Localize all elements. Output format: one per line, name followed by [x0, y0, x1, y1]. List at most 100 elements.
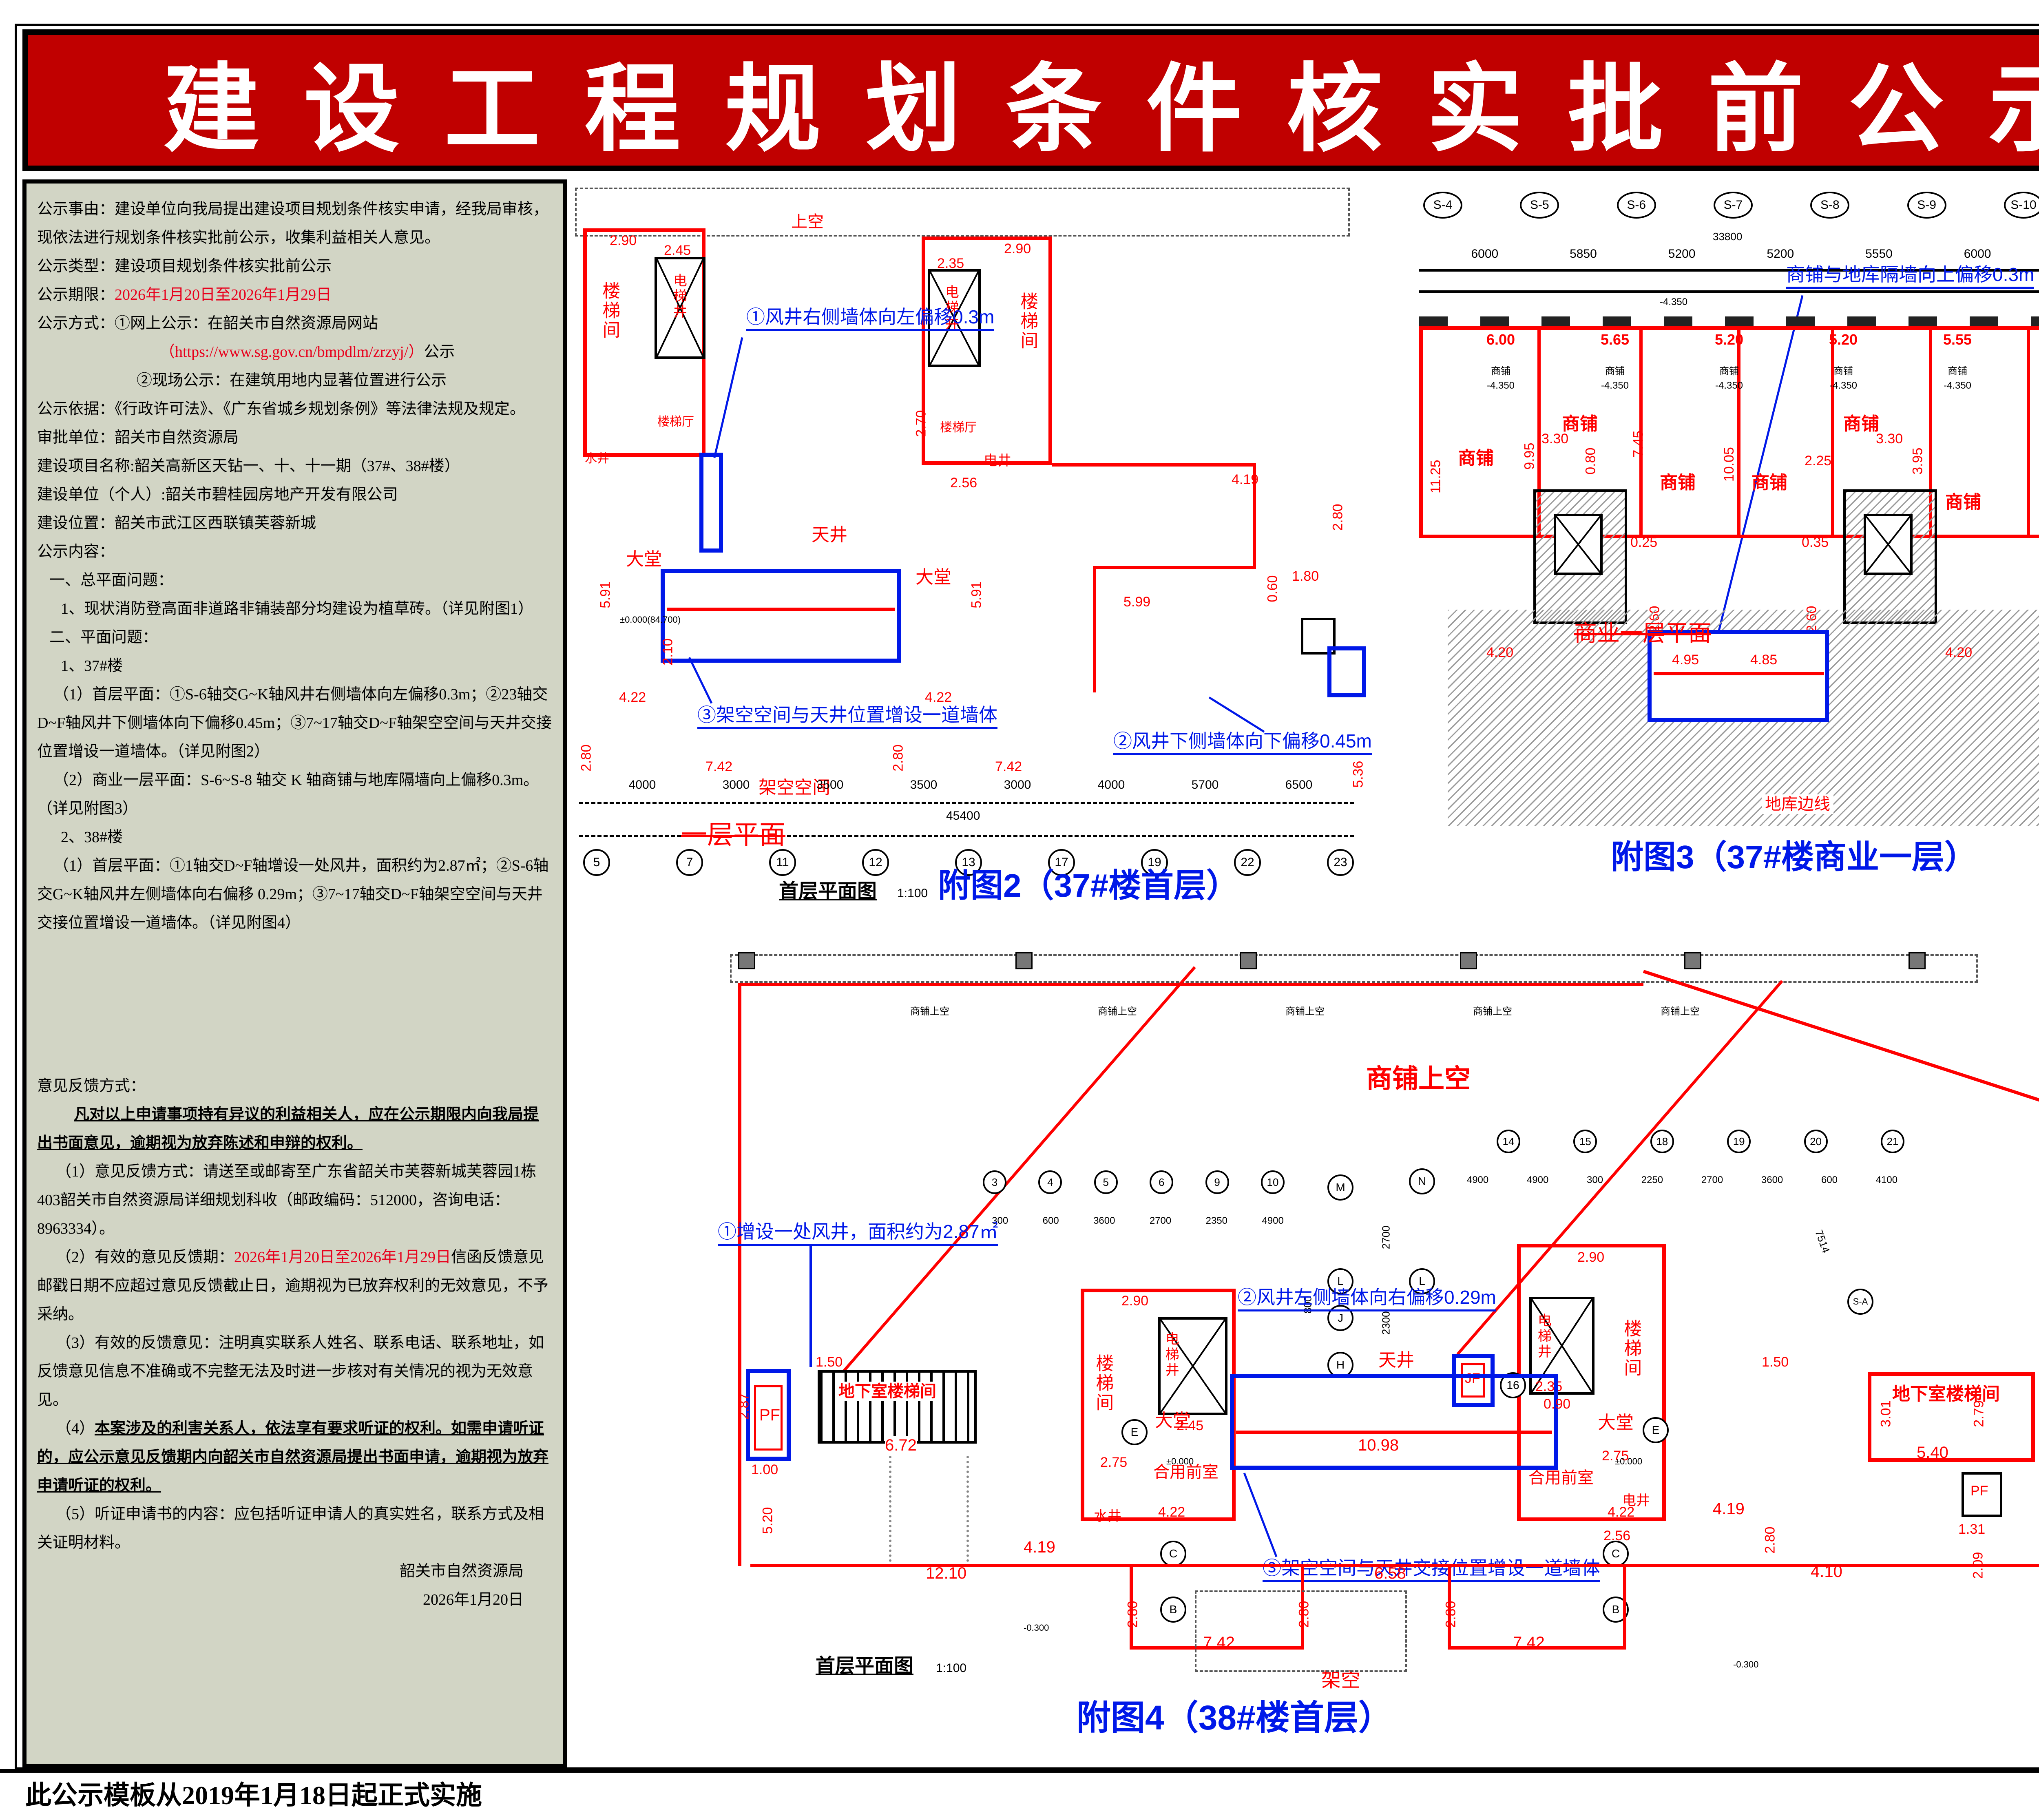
label: B [1169, 1603, 1177, 1616]
room-label: 天井 [812, 525, 847, 545]
feedback-dates: 2026年1月20日至2026年1月29日 [234, 1249, 451, 1266]
wall [1093, 566, 1096, 692]
room-label: 楼梯间 [599, 281, 620, 340]
dim: 6.58 [1374, 1564, 1406, 1582]
value: 建设单位向我局提出建设项目规划条件核实申请，经我局审核，现依法进行规划条件核实批… [37, 201, 549, 246]
dim: 7.45 [1630, 430, 1646, 458]
dim: 4.22 [1608, 1504, 1635, 1520]
axis-bubble: 21 [1880, 1130, 1904, 1153]
axis-bubble: 19 [1141, 849, 1168, 876]
room-label: 电梯井 [1163, 1331, 1179, 1378]
diag-dim: 7514 [1813, 1228, 1833, 1255]
axis-bubble: S-10 [2004, 192, 2039, 219]
dim: 2300 [1380, 1311, 1392, 1335]
level-mark: -4.350 [1660, 296, 1688, 307]
room-label: 架空空间 [759, 778, 830, 798]
room-label: 楼梯间 [1621, 1319, 1641, 1378]
dim: 0.80 [1583, 447, 1599, 475]
signature-date: 2026年1月20日 [422, 1591, 524, 1608]
room-label: 水井 [585, 452, 609, 465]
dim: 4.19 [1713, 1500, 1745, 1518]
leader-line [1243, 1473, 1278, 1557]
notice-content-head: 公示内容： [37, 543, 115, 560]
dim: 2.87 [736, 1393, 752, 1420]
feedback-item-4: （4）本案涉及的利害关系人，依法享有要求听证的权利。如需申请听证的，应公示意见反… [37, 1414, 552, 1500]
label: （2）有效的意见反馈期： [56, 1249, 234, 1266]
label: S-A [1853, 1296, 1868, 1307]
value: 本案涉及的利害关系人，依法享有要求听证的权利。如需申请听证的，应公示意见反馈期内… [37, 1420, 549, 1494]
highlight-box [1452, 1354, 1495, 1407]
axis-bubble: N [1409, 1168, 1435, 1194]
total-dim: 45400 [946, 809, 980, 823]
axis-bubble: C [1603, 1541, 1629, 1567]
room-label: 商铺 [1562, 414, 1598, 434]
label: C [1169, 1547, 1178, 1560]
shaft-box [1461, 1363, 1485, 1398]
dim: 0.25 [1630, 535, 1658, 550]
leader-line [688, 657, 713, 704]
dim: 7.42 [705, 759, 733, 774]
dim: 7.42 [1203, 1634, 1235, 1652]
axis-bubble: L [1409, 1268, 1435, 1294]
sky-label: 商铺上空 [910, 1006, 949, 1017]
axis-bubble: 12 [862, 849, 889, 876]
wall [1253, 463, 1256, 569]
sky-label: 商铺上空 [1098, 1006, 1137, 1017]
dim: 6.72 [885, 1436, 917, 1454]
shop-label-small: 商铺 [1605, 366, 1625, 377]
room-label: 楼梯间 [1093, 1354, 1113, 1413]
axis-dim: 4100 [1875, 1174, 1898, 1185]
shop-divider [1639, 326, 1643, 538]
dim: 2.80 [1762, 1526, 1778, 1554]
dim: 5.91 [597, 581, 613, 608]
axis-bubble: E [1643, 1417, 1669, 1443]
label: E [1652, 1424, 1660, 1436]
leader-line [809, 1245, 812, 1367]
axis-dim: 5850 [1570, 247, 1597, 261]
axis-dim: 3600 [1093, 1215, 1115, 1226]
elevator-shaft [1864, 514, 1913, 575]
leader-line [713, 337, 743, 458]
dim: 0.35 [1802, 535, 1829, 550]
moved-wall [1654, 672, 1824, 675]
label: 公示方式： [37, 315, 115, 332]
dim: 3.95 [1910, 447, 1926, 475]
shop-label-small: 商铺 [1491, 366, 1510, 377]
axis-bubble: 6 [1150, 1170, 1174, 1194]
shaft-label: JF [1465, 1371, 1480, 1386]
axis-dim: 4900 [1262, 1215, 1284, 1226]
axis-bubble: 4 [1038, 1170, 1062, 1194]
dim: 10.05 [1721, 447, 1737, 482]
figure-scale: 1:100 [897, 887, 928, 900]
axis-dim: 4900 [1466, 1174, 1489, 1185]
new-wall-line [667, 608, 895, 611]
figure-title: 附图2（37#楼首层） [938, 867, 1239, 904]
wall [1623, 1564, 1626, 1650]
label: B [1612, 1603, 1620, 1616]
shop-level: -4.350 [1715, 380, 1743, 391]
sky-label: 商铺上空 [1473, 1006, 1512, 1017]
dim: 4.95 [1672, 652, 1699, 668]
annotation-3: ③架空空间与天井交接位置增设一道墙体 [1263, 1558, 1600, 1582]
balcony-dashed-band [575, 188, 1350, 237]
shop-dim: 5.65 [1600, 331, 1630, 348]
red-boundary [738, 983, 1643, 986]
dim: 2.90 [1004, 241, 1031, 257]
stair-core-right [922, 237, 1052, 465]
dim: 5.91 [969, 581, 984, 608]
notice-type: 公示类型：建设项目规划条件核实批前公示 [37, 252, 552, 281]
room-label: 地下室楼梯间 [1892, 1384, 2000, 1404]
dim: 5.20 [760, 1507, 776, 1534]
shop-level: -4.350 [1943, 380, 1972, 391]
axis-dim: 3000 [1004, 778, 1031, 792]
dim: 1.00 [751, 1462, 778, 1477]
dim: 4.85 [1750, 652, 1778, 668]
figure-2-plan: 上空 2.90 2.45 楼梯间 电梯井 楼梯厅 水井 2.90 2.35 电梯… [571, 188, 1372, 922]
room-label: 商铺 [1945, 492, 1981, 512]
axis-dim: 6000 [1964, 247, 1991, 261]
dim: 4.19 [1024, 1538, 1055, 1556]
